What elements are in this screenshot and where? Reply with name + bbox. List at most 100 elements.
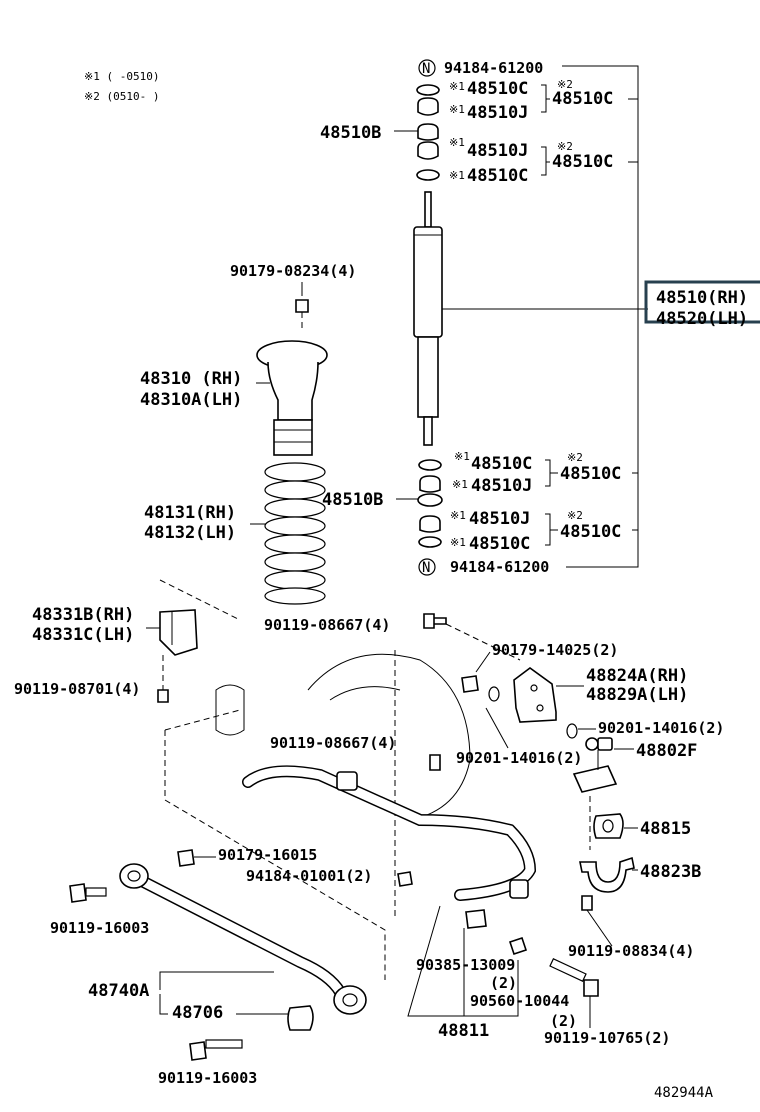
part-number-48510c: 48510C: [471, 454, 532, 474]
shock-callout-highlight: [644, 280, 760, 324]
part-number-mount-nut: 90179-08234(4): [230, 262, 356, 280]
part-number-bolt-8834: 90119-08834(4): [568, 942, 694, 960]
part-number-nut-01001: 94184-01001(2): [246, 867, 372, 885]
group-brace: [545, 513, 558, 546]
bump-stopper: [159, 609, 198, 656]
n-symbol-label: N: [422, 560, 430, 576]
part-number-nut-bottom: 94184-61200: [450, 558, 549, 576]
figure-id: 482944A: [654, 1085, 714, 1101]
coil-spring: [264, 462, 326, 605]
part-number-48510j: 48510J: [471, 476, 532, 496]
part-number-bolt-8667a: 90119-08667(4): [264, 616, 390, 634]
part-number-spring-rh: 48131(RH): [144, 503, 236, 523]
assembly-bracket-48811: [407, 905, 519, 1017]
part-number-bumper-lh: 48331C(LH): [32, 625, 134, 645]
bushing-48706: [287, 1005, 314, 1031]
mark-note-1: ※1: [449, 169, 465, 182]
cushion-washer-48510c-2: [416, 169, 440, 181]
part-number-nut-16015: 90179-16015: [218, 846, 317, 864]
nut-94184-01001: [397, 871, 413, 887]
applicability-note-2: ※2 (0510- ): [84, 90, 159, 103]
part-number-nut-14025: 90179-14025(2): [492, 641, 618, 659]
mark-note-1: ※1: [450, 509, 466, 522]
part-number-48510c: 48510C: [469, 534, 530, 554]
part-number-collar-10044: 90560-10044: [470, 992, 569, 1010]
group-brace: [541, 146, 550, 176]
mark-note-2: ※2: [567, 509, 583, 522]
part-number-48740a: 48740A: [88, 981, 149, 1001]
cushion-washer-48510c-4: [418, 536, 442, 548]
part-number-48815: 48815: [640, 819, 691, 839]
mark-note-2: ※2: [557, 140, 573, 153]
stabilizer-bar: [242, 765, 537, 901]
spring-upper-mount: [256, 340, 328, 456]
washer-90201-14016: [488, 686, 500, 702]
part-number-group-48510c: 48510C: [552, 152, 613, 172]
leader-line: [485, 707, 509, 749]
lateral-control-rod-48740a: [119, 863, 367, 1015]
mark-note-1: ※1: [449, 103, 465, 116]
mark-note-2: ※2: [567, 451, 583, 464]
assembly-line: [159, 579, 241, 621]
cushion-48510b-2: [417, 493, 443, 507]
stabilizer-bushing-48815: [593, 813, 624, 839]
leader-line: [159, 971, 274, 990]
part-number-group-48510c: 48510C: [560, 464, 621, 484]
mark-note-1: ※1: [449, 80, 465, 93]
n-symbol-bottom: [418, 558, 436, 576]
part-number-bush-13009: 90385-13009: [416, 956, 515, 974]
mark-note-2: ※2: [557, 78, 573, 91]
group-brace: [545, 459, 558, 487]
part-number-48510c: 48510C: [467, 79, 528, 99]
part-number-bumper-rh: 48331B(RH): [32, 605, 134, 625]
axle-housing-outline: [164, 650, 471, 980]
part-number-bolt-8701: 90119-08701(4): [14, 680, 140, 698]
part-number-48510j: 48510J: [467, 103, 528, 123]
applicability-note-1: ※1 ( -0510): [84, 70, 159, 83]
part-number-bolt-16003a: 90119-16003: [50, 919, 149, 937]
leader-line: [159, 994, 288, 1015]
part-number-washer-14016a: 90201-14016(2): [598, 719, 724, 737]
part-qty-10044: (2): [550, 1012, 577, 1030]
part-number-bracket-lh: 48829A(LH): [586, 685, 688, 705]
part-number-bolt-16003b: 90119-16003: [158, 1069, 257, 1087]
part-number-48510j: 48510J: [469, 509, 530, 529]
nut-90179-16015: [177, 849, 195, 867]
bracket-48824a: [513, 667, 557, 723]
nut-90179-14025: [461, 675, 479, 693]
cushion-48510j: [417, 97, 439, 116]
part-number-48706: 48706: [172, 1003, 223, 1023]
leader-line: [586, 909, 613, 947]
cushion-washer-48510c-3: [418, 459, 442, 471]
part-qty-13009: (2): [490, 974, 517, 992]
part-number-48802f: 48802F: [636, 741, 697, 761]
mark-note-1: ※1: [452, 478, 468, 491]
mark-note-1: ※1: [449, 136, 465, 149]
part-number-48823b: 48823B: [640, 862, 701, 882]
bolt-90119-08667-a: [423, 613, 447, 629]
bolt-90119-16003-b: [189, 1039, 243, 1061]
part-number-group-48510c: 48510C: [560, 522, 621, 542]
part-number-mount-rh: 48310 (RH): [140, 369, 242, 389]
part-number-bolt-10765: 90119-10765(2): [544, 1029, 670, 1047]
bushing-90385-13009: [465, 909, 487, 929]
bolt-90119-16003-a: [69, 883, 107, 903]
part-number-48510j: 48510J: [467, 141, 528, 161]
n-symbol-top: [418, 59, 436, 77]
part-number-48510b: 48510B: [320, 123, 381, 143]
stabilizer-bracket-48823b: [579, 856, 635, 893]
part-number-group-48510c: 48510C: [552, 89, 613, 109]
part-number-48811: 48811: [438, 1021, 489, 1041]
part-number-nut-top: 94184-61200: [444, 59, 543, 77]
mark-note-1: ※1: [454, 450, 470, 463]
part-number-48510c: 48510C: [467, 166, 528, 186]
shock-assembly-bracket-line: [562, 65, 639, 568]
part-number-washer-14016b: 90201-14016(2): [456, 749, 582, 767]
n-symbol-label: N: [422, 61, 430, 77]
shock-absorber: [413, 191, 443, 446]
cushion-washer-48510c: [416, 84, 440, 96]
washer-90201-14016-b: [566, 723, 578, 739]
part-number-bolt-8667b: 90119-08667(4): [270, 734, 396, 752]
leader-line: [475, 651, 491, 673]
